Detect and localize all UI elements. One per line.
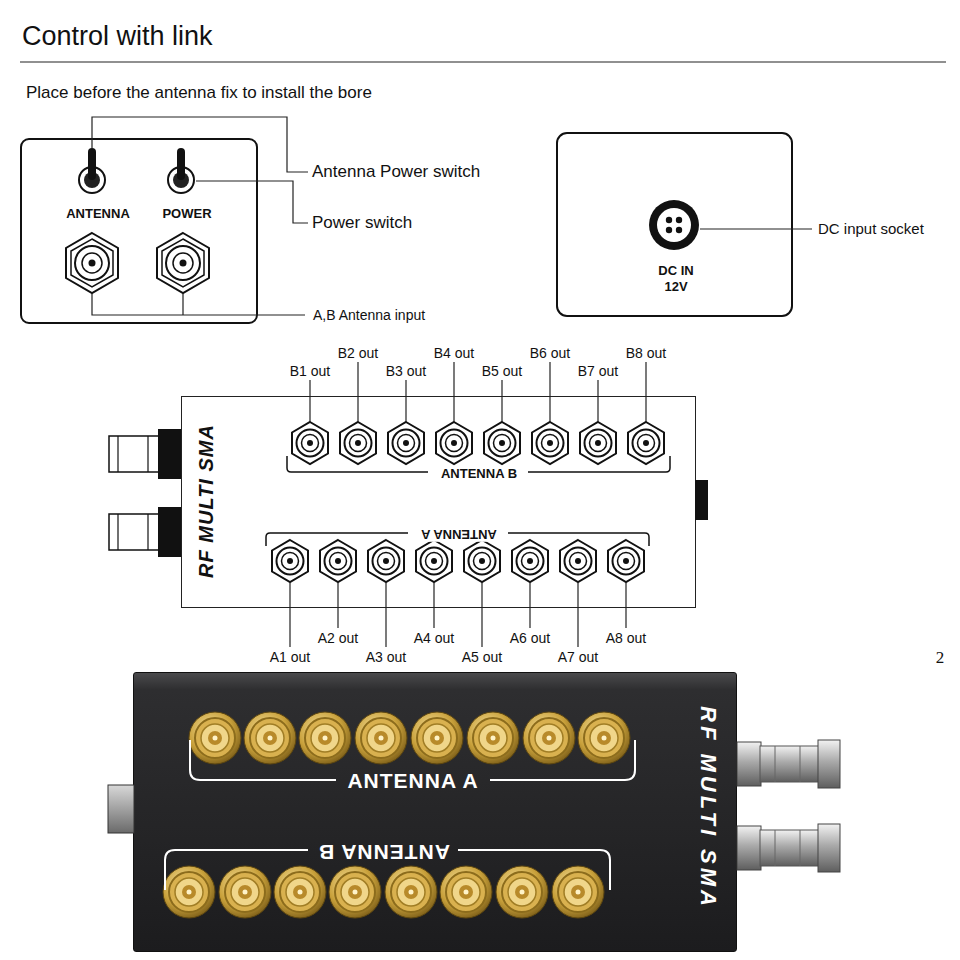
panel-label: ANTENNA A <box>347 768 478 793</box>
dc-panel: DC IN 12V <box>556 132 793 317</box>
port-label: A7 out <box>558 649 598 666</box>
port-label: A2 out <box>318 630 358 647</box>
splitter-schematic: RF MULTI SMA ANTENNA B ANTENNA A <box>181 396 696 608</box>
panel-label: ANTENNA B <box>318 839 450 864</box>
bnc-stub <box>109 507 181 557</box>
leader-line <box>196 181 308 223</box>
port-label: B5 out <box>482 363 522 380</box>
port-label: B7 out <box>578 363 618 380</box>
port-label: B1 out <box>290 363 330 380</box>
port-label: B2 out <box>338 345 378 362</box>
bnc-connector <box>66 233 118 293</box>
dc-pins <box>666 217 682 233</box>
bnc-connector <box>737 740 840 788</box>
control-panel: ANTENNA POWER <box>20 138 258 324</box>
bnc-connector <box>157 233 209 293</box>
leader-line <box>700 228 812 229</box>
splitter-photo: ANTENNA A ANTENNA B RF MULTI SMA <box>133 672 737 952</box>
panel-label: RF MULTI SMA <box>695 706 721 910</box>
panel-label: ANTENNA A <box>417 526 501 542</box>
panel-label: POWER <box>162 206 211 222</box>
port-label: A8 out <box>606 630 646 647</box>
toggle-switch <box>79 148 105 193</box>
callout-label: Antenna Power switch <box>312 162 480 182</box>
port-label: A6 out <box>510 630 550 647</box>
page-number: 2 <box>936 648 945 668</box>
note-text: Place before the antenna fix to install … <box>26 83 372 103</box>
panel-label: DC IN 12V <box>649 263 703 294</box>
port-label: B3 out <box>386 363 426 380</box>
bnc-connector <box>737 824 840 872</box>
port-label: A4 out <box>414 630 454 647</box>
dc-jack <box>108 785 134 833</box>
leader-line <box>92 117 308 172</box>
leader-line <box>92 293 305 315</box>
toggle-switch <box>168 148 194 193</box>
port-label: A5 out <box>462 649 502 666</box>
port-label: B6 out <box>530 345 570 362</box>
callout-label: DC input socket <box>818 220 924 238</box>
dc-stub <box>695 480 708 520</box>
callout-label: A,B Antenna input <box>313 307 425 324</box>
dc-socket <box>649 200 699 250</box>
panel-label: ANTENNA B <box>437 466 521 482</box>
bnc-stub <box>109 429 181 479</box>
port-label: B8 out <box>626 345 666 362</box>
panel-label: ANTENNA <box>66 206 130 222</box>
title-rule <box>20 61 946 62</box>
page-title: Control with link <box>22 20 213 52</box>
port-label: A3 out <box>366 649 406 666</box>
port-label: A1 out <box>270 649 310 666</box>
panel-label: RF MULTI SMA <box>194 424 218 578</box>
dc-socket <box>657 208 691 242</box>
port-label: B4 out <box>434 345 474 362</box>
callout-label: Power switch <box>312 213 412 233</box>
